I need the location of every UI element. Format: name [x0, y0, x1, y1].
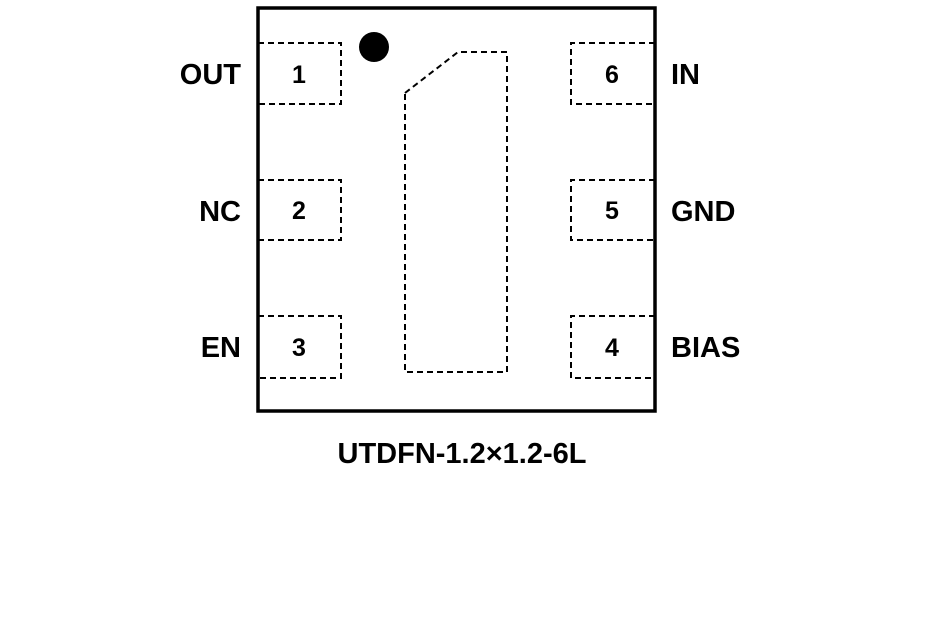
pin-pad-6 [570, 42, 655, 105]
pin-pad-4 [570, 315, 655, 379]
pin-number-5: 5 [605, 197, 619, 225]
pin-pad-5 [570, 179, 655, 241]
pin-pad-1 [258, 42, 342, 105]
pin1-marker-dot [359, 32, 389, 62]
pin-name-en: EN [201, 332, 241, 364]
pin-name-out: OUT [180, 59, 242, 91]
package-name: UTDFN-1.2×1.2-6L [338, 438, 587, 470]
pin-name-nc: NC [199, 196, 241, 228]
exposed-thermal-pad [404, 51, 508, 373]
package-outline [256, 6, 657, 413]
pin-name-in: IN [671, 59, 700, 91]
pin-pad-3 [258, 315, 342, 379]
pin-number-4: 4 [605, 334, 619, 362]
pin-number-1: 1 [292, 61, 306, 89]
pin-name-bias: BIAS [671, 332, 740, 364]
pin-pad-2 [258, 179, 342, 241]
pin-number-6: 6 [605, 61, 619, 89]
pin-number-2: 2 [292, 197, 306, 225]
pin-number-3: 3 [292, 334, 306, 362]
pin-name-gnd: GND [671, 196, 735, 228]
